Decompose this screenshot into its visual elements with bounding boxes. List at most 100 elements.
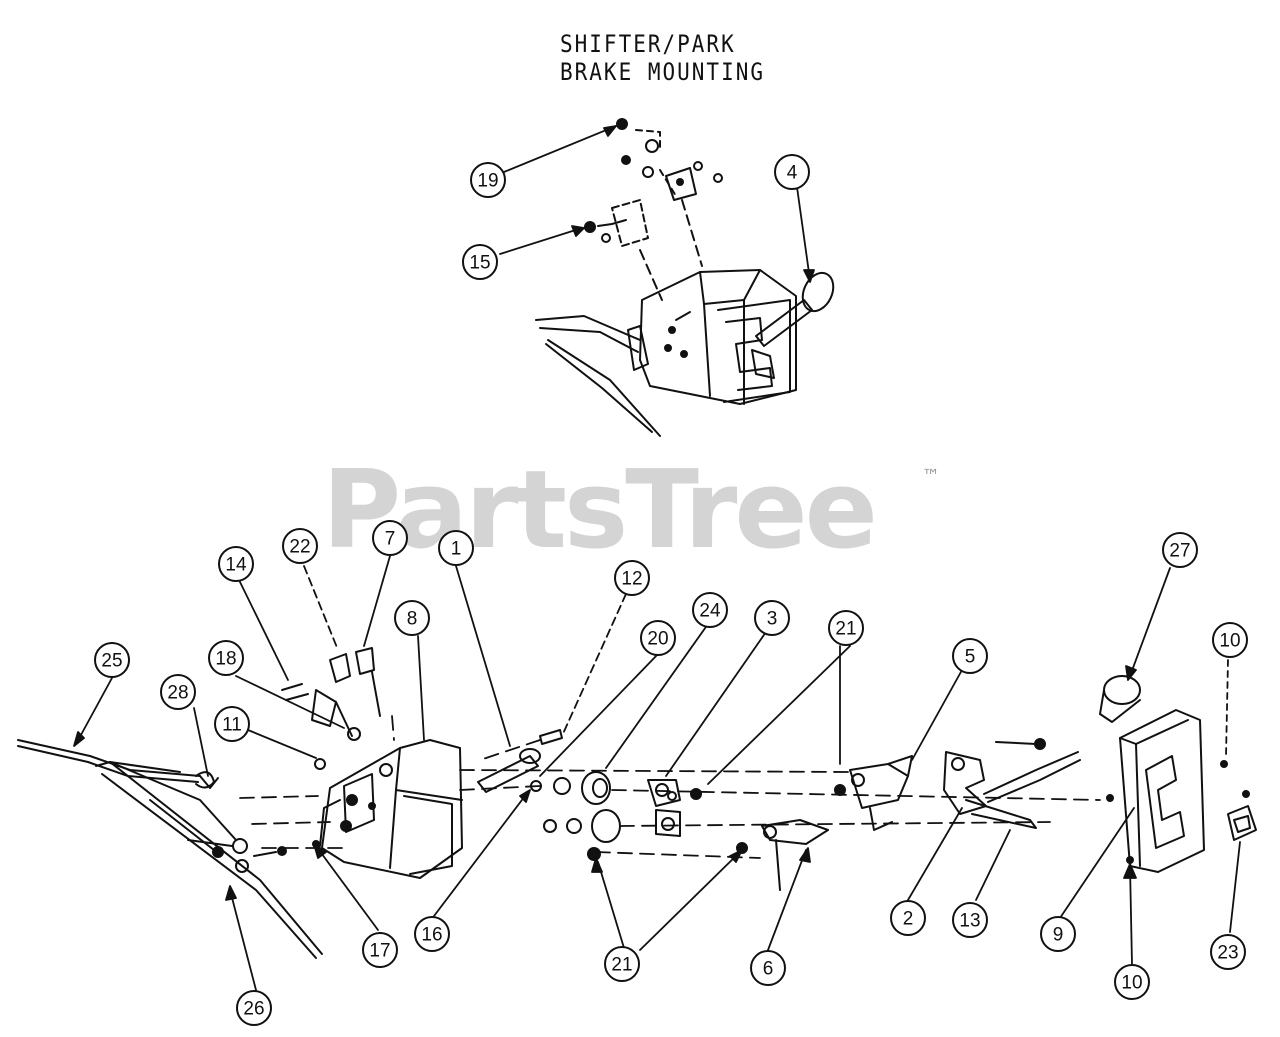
partstree-watermark: PartsTree — [322, 448, 878, 573]
callout-4: 4 — [774, 154, 810, 190]
callout-number: 13 — [959, 911, 980, 932]
callout-number: 25 — [101, 651, 122, 672]
callout-15: 15 — [462, 244, 498, 280]
callout-circle — [754, 600, 790, 636]
watermark-trademark: ™ — [922, 466, 940, 487]
callout-number: 7 — [385, 529, 396, 550]
callout-number: 17 — [369, 941, 390, 962]
callout-circle — [414, 916, 450, 952]
callout-3: 3 — [754, 600, 790, 636]
callout-9: 9 — [1040, 916, 1076, 952]
callout-1: 1 — [438, 530, 474, 566]
callout-11: 11 — [214, 706, 250, 742]
callout-circle — [94, 642, 130, 678]
callout-number: 15 — [469, 253, 490, 274]
callout-number: 21 — [835, 619, 856, 640]
top-shifter-assembly — [535, 118, 835, 437]
callout-27: 27 — [1162, 532, 1198, 568]
callout-circle — [214, 706, 250, 742]
callout-circle — [1114, 964, 1150, 1000]
callout-circle — [372, 520, 408, 556]
callout-17: 17 — [362, 932, 398, 968]
callout-circle — [208, 640, 244, 676]
callout-5: 5 — [952, 638, 988, 674]
callout-number: 21 — [611, 955, 632, 976]
callout-number: 10 — [1121, 973, 1142, 994]
callout-21-lower: 21 — [604, 946, 640, 982]
callout-20: 20 — [640, 620, 676, 656]
callout-number: 8 — [407, 609, 418, 630]
callout-10-lower: 10 — [1114, 964, 1150, 1000]
callout-23: 23 — [1210, 934, 1246, 970]
callout-circle — [462, 244, 498, 280]
callout-circle — [1162, 532, 1198, 568]
callout-number: 3 — [767, 609, 778, 630]
callout-circle — [362, 932, 398, 968]
callout-circle — [640, 620, 676, 656]
callout-number: 6 — [763, 959, 774, 980]
diagram-title-line-2: BRAKE MOUNTING — [560, 58, 766, 86]
callout-number: 27 — [1169, 541, 1190, 562]
callout-22: 22 — [282, 528, 318, 564]
callout-number: 24 — [699, 601, 721, 622]
callout-number: 4 — [787, 163, 798, 184]
callout-25: 25 — [94, 642, 130, 678]
bottom-shifter-assembly — [17, 647, 1257, 959]
callout-28: 28 — [160, 674, 196, 710]
callout-circle — [218, 546, 254, 582]
callout-26: 26 — [236, 990, 272, 1026]
callout-circle — [160, 674, 196, 710]
callout-circle — [890, 900, 926, 936]
callout-circle — [282, 528, 318, 564]
callout-number: 5 — [965, 647, 976, 668]
callout-circle — [614, 560, 650, 596]
callout-number: 10 — [1219, 631, 1240, 652]
callout-18: 18 — [208, 640, 244, 676]
callout-circle — [470, 162, 506, 198]
callout-number: 11 — [222, 715, 242, 736]
callout-circle — [952, 638, 988, 674]
callout-12: 12 — [614, 560, 650, 596]
callout-number: 1 — [451, 539, 462, 560]
callout-number: 20 — [647, 629, 668, 650]
callout-number: 9 — [1053, 925, 1064, 946]
callout-number: 26 — [243, 999, 264, 1020]
callout-circle — [604, 946, 640, 982]
callout-circle — [828, 610, 864, 646]
callout-10-upper: 10 — [1212, 622, 1248, 658]
callout-circle — [774, 154, 810, 190]
callout-number: 23 — [1217, 943, 1238, 964]
callout-2: 2 — [890, 900, 926, 936]
callout-number: 2 — [903, 909, 914, 930]
callout-19-top: 19 — [470, 162, 506, 198]
callout-circle — [1040, 916, 1076, 952]
callout-circle — [692, 592, 728, 628]
callout-24: 24 — [692, 592, 728, 628]
callout-circle — [750, 950, 786, 986]
callout-circle — [394, 600, 430, 636]
callout-circle — [952, 902, 988, 938]
callout-number: 16 — [421, 925, 442, 946]
callout-16: 16 — [414, 916, 450, 952]
callout-14: 14 — [218, 546, 254, 582]
diagram-title-line-1: SHIFTER/PARK — [560, 30, 736, 58]
callout-circle — [1212, 622, 1248, 658]
callout-circle — [236, 990, 272, 1026]
callout-6: 6 — [750, 950, 786, 986]
callout-number: 12 — [621, 569, 642, 590]
callout-21-upper: 21 — [828, 610, 864, 646]
callout-number: 18 — [215, 649, 236, 670]
callout-circle — [1210, 934, 1246, 970]
callout-13: 13 — [952, 902, 988, 938]
callout-7: 7 — [372, 520, 408, 556]
callout-number: 28 — [167, 683, 188, 704]
callout-circle — [438, 530, 474, 566]
callout-number: 14 — [225, 555, 247, 576]
callout-leaders — [73, 125, 1241, 991]
callout-number: 22 — [289, 537, 310, 558]
callout-8: 8 — [394, 600, 430, 636]
callout-number: 19 — [477, 171, 498, 192]
